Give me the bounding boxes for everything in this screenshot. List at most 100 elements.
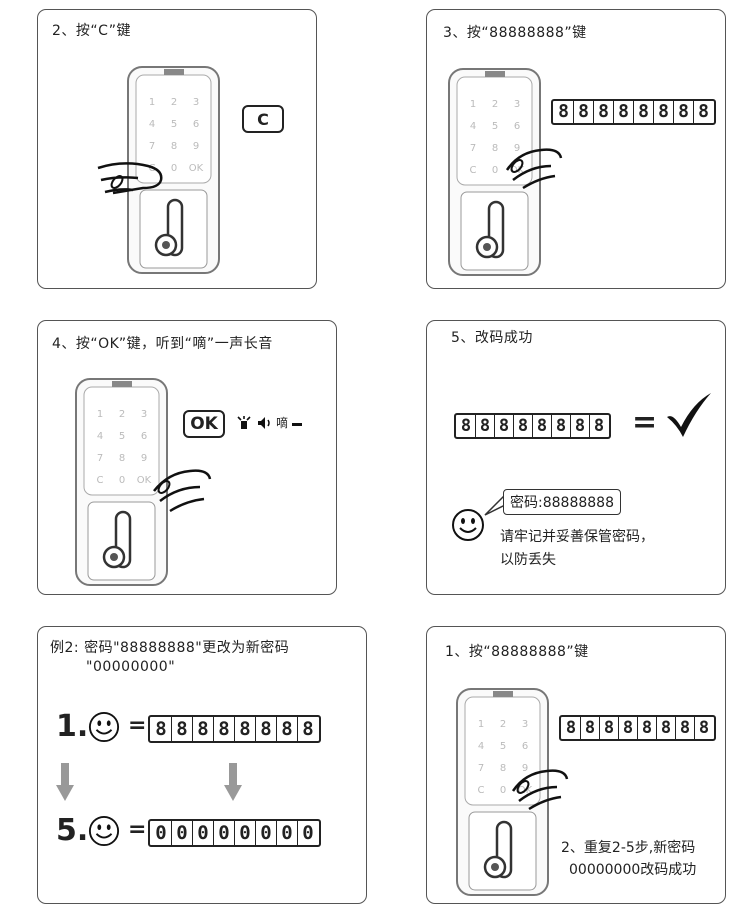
remember-note-line2: 以防丢失 xyxy=(500,552,556,568)
keypad-key: C xyxy=(478,785,485,796)
beep-light-icon xyxy=(237,416,251,429)
code-digit: 8 xyxy=(618,717,637,739)
keypad-key: 8 xyxy=(500,763,506,774)
code-digit: 8 xyxy=(694,717,713,739)
code-digit: 8 xyxy=(297,717,318,741)
keypad-key: 8 xyxy=(119,453,125,464)
code-digit: 0 xyxy=(255,821,276,845)
keypad-key: 4 xyxy=(149,119,155,130)
repeat-note-line1: 2、重复2-5步,新密码 xyxy=(561,840,696,856)
keypad-key: C xyxy=(97,475,104,486)
equals-sign: = xyxy=(632,405,658,440)
ok-key: OK xyxy=(183,410,225,438)
code-digit: 8 xyxy=(551,415,570,437)
equals-sign: = xyxy=(128,713,147,738)
code-digit: 8 xyxy=(494,415,513,437)
code-digit: 8 xyxy=(234,717,255,741)
speaker-icon xyxy=(258,417,270,429)
code-digit: 8 xyxy=(513,415,532,437)
code-digit: 8 xyxy=(276,717,297,741)
keypad-key: 1 xyxy=(478,719,484,730)
code-digit: 8 xyxy=(593,101,613,123)
code-digit: 8 xyxy=(558,101,569,122)
keypad-key: 2 xyxy=(119,409,125,420)
keypad-key: 0 xyxy=(119,475,125,486)
c-key: C xyxy=(242,105,284,133)
keypad-key: 6 xyxy=(193,119,199,130)
checkmark-icon xyxy=(667,393,711,437)
step5-label: 5. xyxy=(56,813,89,848)
code-digit: 8 xyxy=(580,717,599,739)
keypad-key: 7 xyxy=(470,143,476,154)
keypad-key: 3 xyxy=(522,719,528,730)
step2-title: 2、按“C”键 xyxy=(52,23,131,39)
code-digit: 8 xyxy=(155,718,167,740)
keypad-key: 8 xyxy=(492,143,498,154)
code-digit: 8 xyxy=(656,717,675,739)
step1-label: 1. xyxy=(56,709,89,744)
code-digit: 8 xyxy=(213,717,234,741)
code-digit: 8 xyxy=(171,717,192,741)
down-arrow-icon xyxy=(56,763,74,801)
code-digit: 8 xyxy=(255,717,276,741)
code-digit: 8 xyxy=(637,717,656,739)
keypad-key: 4 xyxy=(478,741,484,752)
code-digit: 8 xyxy=(565,718,577,738)
code-digit: 8 xyxy=(675,717,694,739)
pressing-finger-icon xyxy=(153,469,212,513)
long-beep-dash xyxy=(292,423,302,426)
code-digit: 0 xyxy=(171,821,192,845)
keypad-key: 0 xyxy=(500,785,506,796)
example-panel: 例2: 密码"88888888"更改为新密码 "00000000" 1. = 8… xyxy=(37,626,367,904)
keypad-key: 9 xyxy=(514,143,520,154)
remember-note-line1: 请牢记并妥善保管密码， xyxy=(500,529,654,545)
keypad-key: 4 xyxy=(470,121,476,132)
step3-title: 3、按“88888888”键 xyxy=(443,25,587,41)
code-digit: 8 xyxy=(475,415,494,437)
down-arrow-icon xyxy=(224,763,242,801)
keypad-key: C xyxy=(470,165,477,176)
keypad-key: 1 xyxy=(470,99,476,110)
keypad-key: 9 xyxy=(193,141,199,152)
code-digit: 8 xyxy=(633,101,653,123)
code-digit: 8 xyxy=(673,101,693,123)
keypad-key: 9 xyxy=(141,453,147,464)
beep-text: 嘀 xyxy=(276,416,289,430)
code-digit: 8 xyxy=(589,415,608,437)
keypad-key: 9 xyxy=(522,763,528,774)
keypad-key: 7 xyxy=(97,453,103,464)
keypad-key: 7 xyxy=(478,763,484,774)
speech-bubble-tail xyxy=(484,494,505,516)
code-digit: 0 xyxy=(155,822,167,844)
example-title-line2: "00000000" xyxy=(86,659,176,675)
code-digit: 0 xyxy=(234,821,255,845)
code-digit: 0 xyxy=(192,821,213,845)
code-digit: 0 xyxy=(213,821,234,845)
keypad-key: 6 xyxy=(522,741,528,752)
keypad-key: 2 xyxy=(492,99,498,110)
keypad-key: 6 xyxy=(141,431,147,442)
pressing-finger-icon xyxy=(511,769,569,811)
keypad-key: 5 xyxy=(492,121,498,132)
pressing-finger-icon xyxy=(505,148,563,190)
keypad-key: 1 xyxy=(149,97,155,108)
smiley-icon xyxy=(88,815,120,847)
step5-title: 5、改码成功 xyxy=(451,330,533,346)
step4-title: 4、按“OK”键，听到“嘀”一声长音 xyxy=(52,336,273,352)
example-title-line1: 例2: 密码"88888888"更改为新密码 xyxy=(50,640,290,656)
keypad-key: 7 xyxy=(149,141,155,152)
code-digit: 8 xyxy=(192,717,213,741)
